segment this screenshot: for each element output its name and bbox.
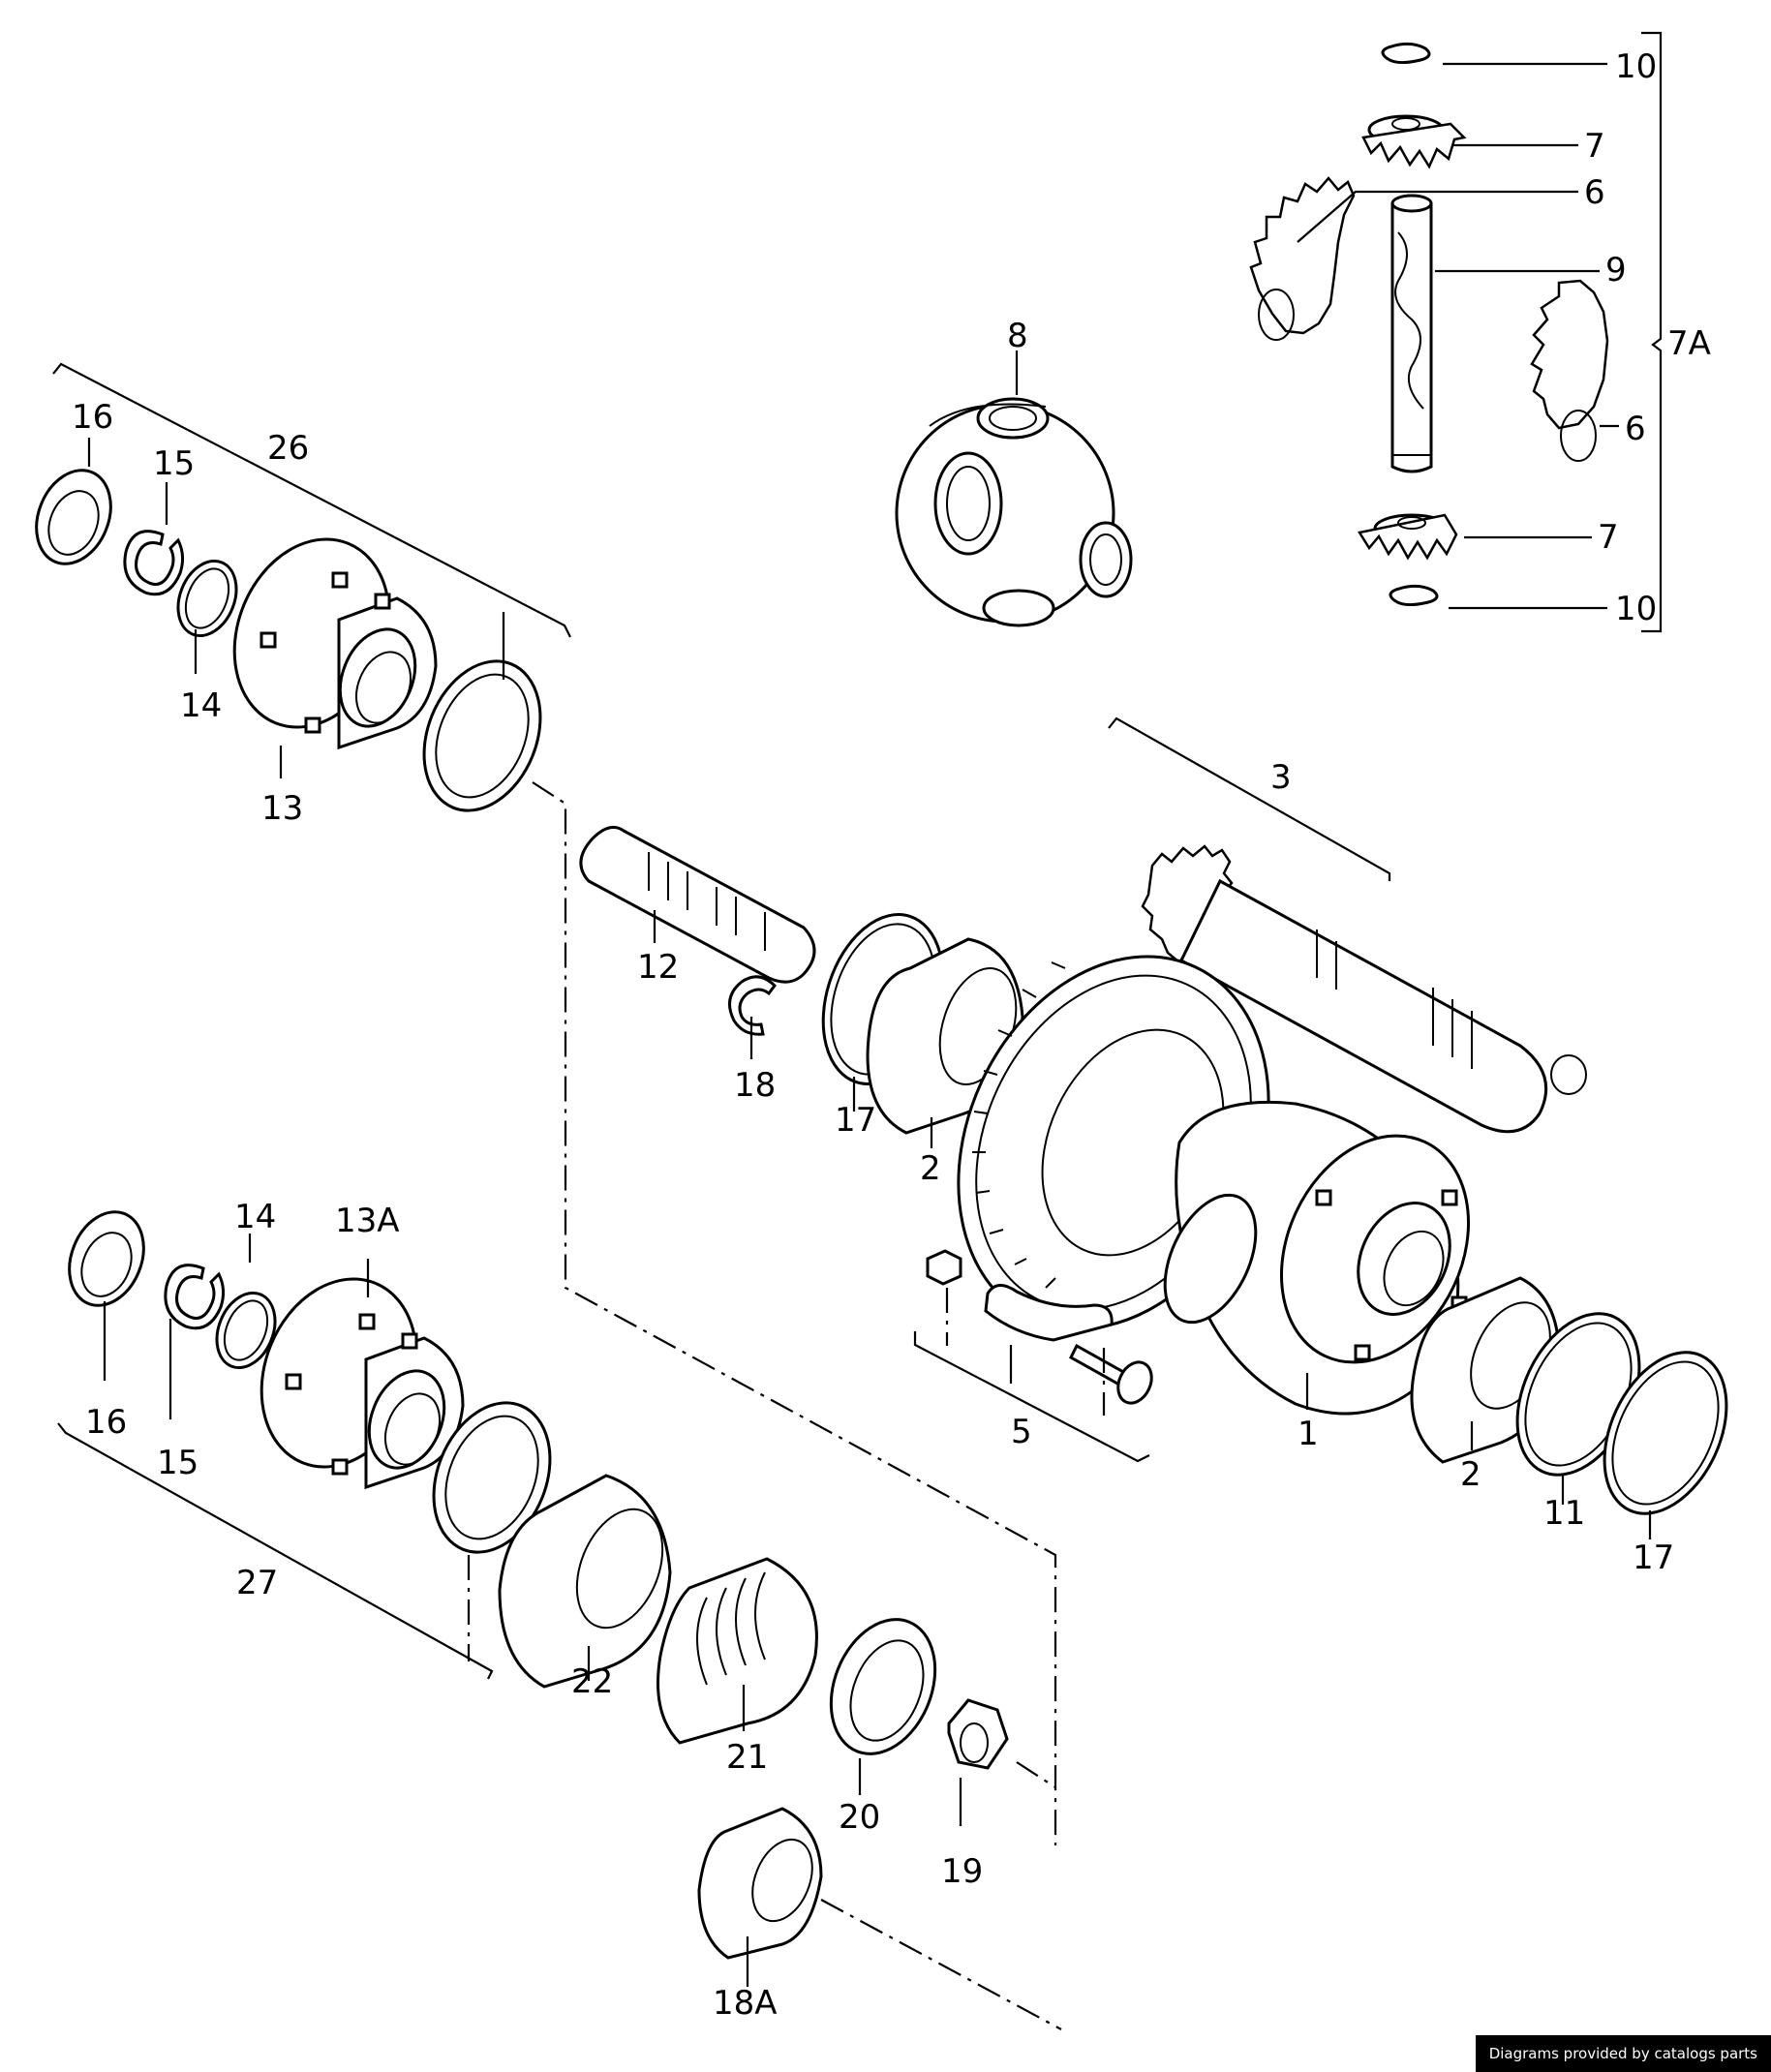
assembly-line-main	[532, 781, 1057, 1845]
label-16-top: 16	[72, 398, 113, 437]
label-7-bottom: 7	[1598, 518, 1619, 557]
assembly-line-18A	[820, 1899, 1062, 2030]
part-18-clip	[728, 975, 777, 1036]
part-27-lower-seal	[432, 1401, 552, 1554]
assembly-line-19	[1016, 1761, 1056, 1788]
part-5-locking-plate	[984, 1284, 1114, 1342]
label-7-top: 7	[1584, 127, 1605, 166]
label-17-upper: 17	[835, 1101, 876, 1140]
part-17-shim-lower	[1603, 1351, 1728, 1515]
label-3: 3	[1270, 758, 1292, 797]
label-9: 9	[1605, 251, 1627, 289]
part-13A-flange	[260, 1277, 465, 1490]
label-20: 20	[839, 1798, 880, 1837]
bracket-26	[52, 362, 571, 638]
label-6-top: 6	[1584, 173, 1605, 212]
part-9-pinion-shaft	[1390, 194, 1433, 473]
label-11: 11	[1543, 1494, 1585, 1533]
bracket-3	[1108, 716, 1391, 881]
part-5-nut	[926, 1249, 962, 1286]
part-8-differential-case	[895, 397, 1133, 627]
bracket-5	[913, 1331, 1150, 1463]
label-5: 5	[1011, 1413, 1032, 1451]
label-6-right: 6	[1625, 410, 1646, 448]
label-13: 13	[261, 789, 303, 828]
label-16-bottom: 16	[85, 1403, 127, 1442]
leader-lines	[87, 62, 1652, 1987]
label-27: 27	[236, 1564, 278, 1602]
part-10-lower-circlip	[1389, 584, 1439, 607]
part-19-nut	[947, 1698, 1009, 1770]
part-14-upper-shim	[176, 559, 238, 638]
label-22: 22	[571, 1662, 613, 1701]
label-17-lower: 17	[1633, 1539, 1674, 1577]
part-18A-cap	[697, 1807, 823, 1960]
label-7A: 7A	[1667, 324, 1711, 363]
part-22-sleeve	[498, 1474, 672, 1689]
bracket-7A	[1641, 31, 1663, 633]
part-20-ring	[829, 1618, 937, 1755]
part-6-right-side-gear	[1530, 279, 1609, 462]
label-21: 21	[726, 1738, 768, 1777]
part-15-lower-snapring	[164, 1264, 226, 1330]
part-15-upper-snapring	[123, 530, 185, 596]
label-15-top: 15	[153, 444, 195, 483]
label-26: 26	[267, 429, 309, 468]
label-13A: 13A	[335, 1202, 400, 1240]
bracket-27	[57, 1422, 494, 1680]
label-2-lower: 2	[1460, 1455, 1481, 1494]
label-18A: 18A	[713, 1984, 778, 2023]
label-14-bottom: 14	[234, 1198, 276, 1236]
part-6-left-side-gear	[1249, 176, 1356, 341]
part-12-stub-shaft	[579, 825, 816, 984]
part-7-upper-gear	[1361, 114, 1467, 169]
part-13-flange	[232, 537, 438, 750]
part-1-differential-housing	[1163, 1100, 1470, 1416]
label-2-upper: 2	[920, 1149, 941, 1188]
part-21-spring	[656, 1557, 818, 1745]
label-12: 12	[637, 948, 679, 987]
label-8: 8	[1007, 317, 1028, 355]
label-15-bottom: 15	[157, 1444, 198, 1482]
part-10-upper-circlip	[1381, 42, 1431, 65]
part-16-upper-cap	[35, 469, 112, 565]
part-16-lower-cap	[68, 1210, 145, 1307]
part-14-lower-shim	[215, 1291, 277, 1370]
part-26-upper-seal	[422, 659, 542, 812]
label-1: 1	[1298, 1415, 1319, 1453]
part-7-lower-gear	[1357, 513, 1458, 561]
label-10-top: 10	[1615, 47, 1657, 86]
label-10-bottom: 10	[1615, 590, 1657, 628]
label-14-top: 14	[180, 686, 222, 725]
part-3-pinion-shaft	[1141, 844, 1587, 1134]
label-18: 18	[734, 1066, 776, 1105]
footer-credit: Diagrams provided by catalogs parts	[1475, 2035, 1771, 2072]
part-5-bolt	[1069, 1343, 1153, 1405]
label-19: 19	[941, 1852, 983, 1891]
